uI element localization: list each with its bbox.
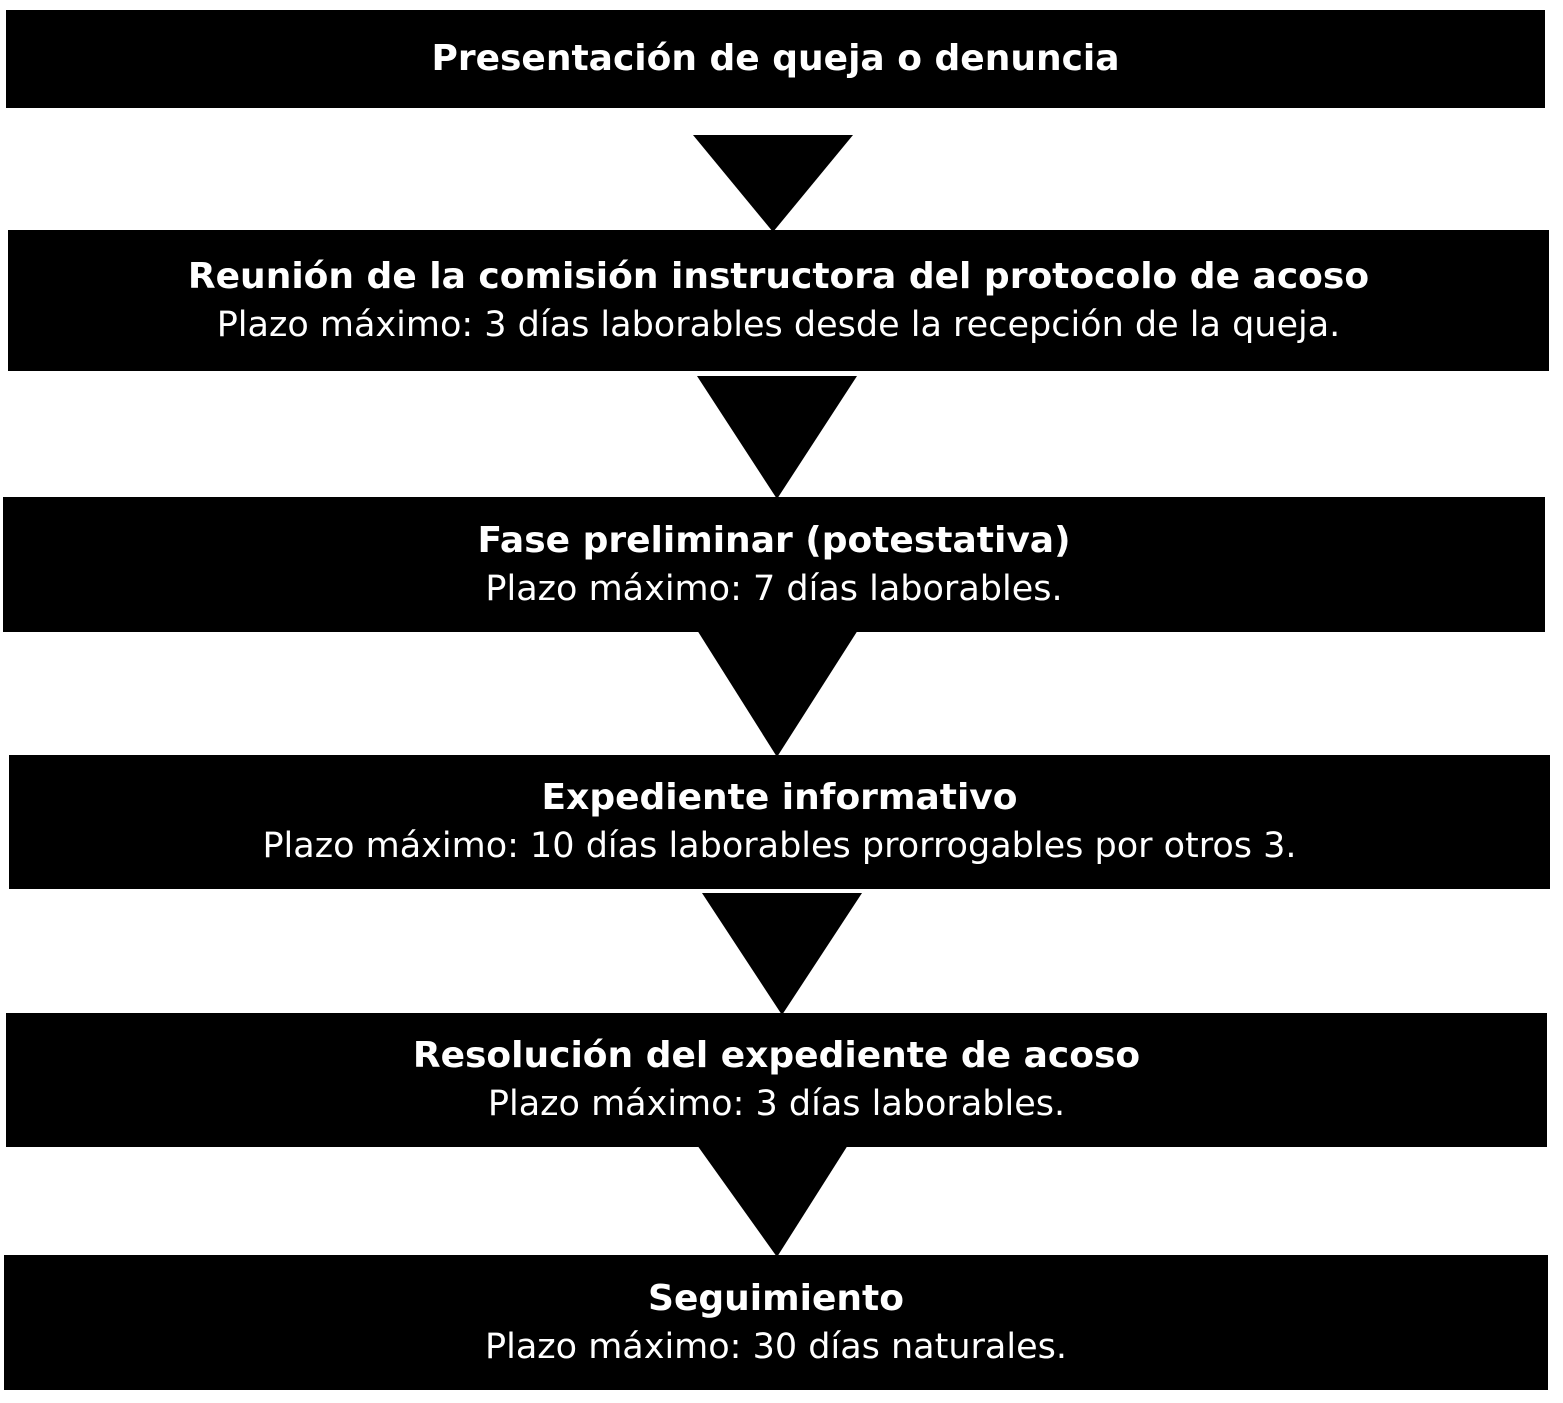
step-deadline: Plazo máximo: 7 días laborables. <box>485 568 1063 609</box>
step-title: Seguimiento <box>648 1277 904 1319</box>
step-title: Fase preliminar (potestativa) <box>477 519 1071 561</box>
arrow-down-icon <box>697 1145 848 1257</box>
step-informative-file: Expediente informativo Plazo máximo: 10 … <box>9 755 1550 889</box>
step-title: Reunión de la comisión instructora del p… <box>187 255 1370 297</box>
arrow-down-icon <box>697 630 858 757</box>
arrow-down-icon <box>702 893 862 1015</box>
step-deadline: Plazo máximo: 30 días naturales. <box>485 1326 1067 1367</box>
step-deadline: Plazo máximo: 3 días laborables desde la… <box>216 304 1341 345</box>
step-resolution: Resolución del expediente de acoso Plazo… <box>6 1013 1547 1147</box>
step-deadline: Plazo máximo: 10 días laborables prorrog… <box>262 826 1297 866</box>
arrow-down-icon <box>697 376 857 499</box>
step-complaint: Presentación de queja o denuncia <box>6 10 1545 108</box>
step-title: Expediente informativo <box>541 777 1018 818</box>
step-follow-up: Seguimiento Plazo máximo: 30 días natura… <box>4 1255 1548 1390</box>
step-commission-meeting: Reunión de la comisión instructora del p… <box>8 230 1549 371</box>
step-preliminary-phase: Fase preliminar (potestativa) Plazo máxi… <box>3 497 1545 632</box>
step-title: Presentación de queja o denuncia <box>431 38 1120 79</box>
step-deadline: Plazo máximo: 3 días laborables. <box>487 1084 1066 1124</box>
step-title: Resolución del expediente de acoso <box>412 1035 1141 1076</box>
arrow-down-icon <box>693 135 853 232</box>
